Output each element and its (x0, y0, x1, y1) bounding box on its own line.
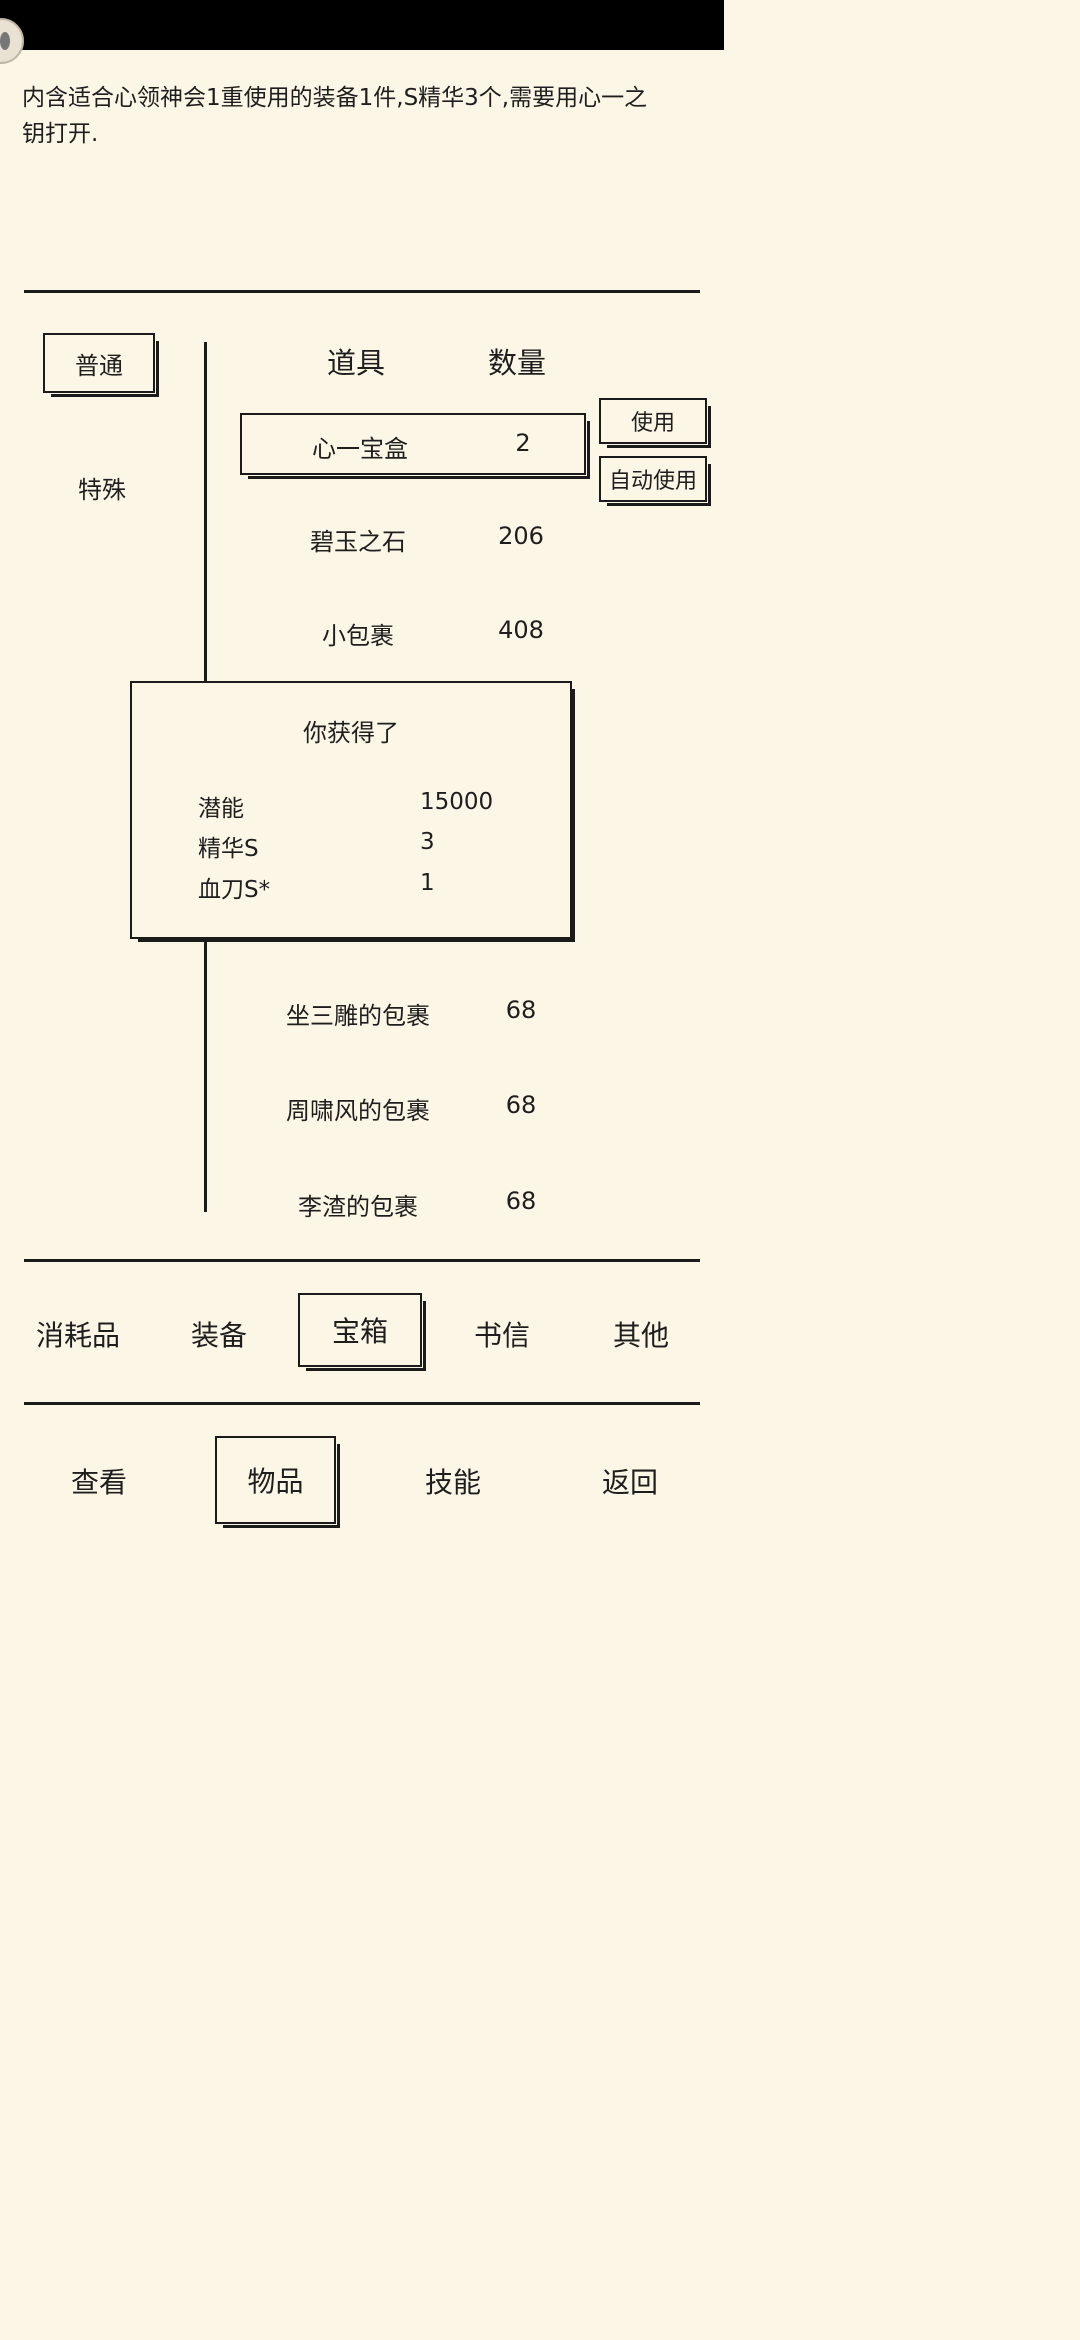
category-special-button[interactable]: 特殊 (78, 476, 126, 504)
nav-back[interactable]: 返回 (602, 1466, 659, 1499)
tab-letters[interactable]: 书信 (474, 1319, 531, 1352)
reward-popup[interactable]: 你获得了 潜能 15000 精华S 3 血刀S* 1 (130, 681, 575, 942)
reward-name: 潜能 (198, 796, 244, 822)
item-list-lower[interactable]: 坐三雕的包裹 68 周啸风的包裹 68 李渣的包裹 68 (210, 505, 590, 1221)
item-row[interactable]: 小包裹 408 (240, 602, 586, 664)
divider-tabs-top (24, 1259, 700, 1262)
item-name: 周啸风的包裹 (286, 1097, 430, 1125)
item-name: 心一宝盒 (312, 435, 408, 463)
use-button[interactable]: 使用 (599, 398, 711, 448)
item-name: 李渣的包裹 (298, 1193, 418, 1221)
item-quantity: 68 (505, 1091, 537, 1119)
item-quantity: 68 (505, 1187, 537, 1215)
item-row-selected[interactable]: 心一宝盒 2 (240, 413, 590, 479)
tab-consumables[interactable]: 消耗品 (36, 1319, 121, 1352)
item-name: 碧玉之石 (310, 528, 406, 556)
auto-use-button[interactable]: 自动使用 (599, 456, 711, 506)
popup-title: 你获得了 (303, 719, 399, 747)
column-header-quantity: 数量 (488, 346, 547, 380)
nav-items[interactable]: 物品 (215, 1436, 340, 1528)
reward-value: 1 (420, 870, 435, 896)
divider-nav-top (24, 1402, 700, 1405)
item-row[interactable]: 周啸风的包裹 68 (240, 1077, 586, 1139)
item-quantity: 206 (498, 522, 544, 550)
column-header-item: 道具 (327, 346, 386, 380)
reward-value: 3 (420, 829, 435, 855)
item-quantity: 408 (498, 616, 544, 644)
item-name: 小包裹 (322, 622, 394, 650)
nav-skills[interactable]: 技能 (425, 1466, 482, 1499)
tab-equipment[interactable]: 装备 (191, 1319, 248, 1352)
item-row-partial[interactable]: 李渣的包裹 68 (240, 1173, 586, 1235)
category-normal-button[interactable]: 普通 (43, 333, 159, 397)
item-quantity: 68 (505, 996, 537, 1024)
item-row[interactable]: 碧玉之石 206 (240, 508, 586, 570)
status-bar (0, 0, 724, 50)
item-name: 坐三雕的包裹 (286, 1002, 430, 1030)
reward-value: 15000 (420, 789, 494, 815)
tab-other[interactable]: 其他 (613, 1319, 670, 1352)
divider-top (24, 290, 700, 293)
nav-view[interactable]: 查看 (71, 1466, 128, 1499)
item-quantity: 2 (515, 429, 531, 457)
item-row[interactable]: 坐三雕的包裹 68 (240, 982, 586, 1044)
tab-treasure-chest[interactable]: 宝箱 (298, 1293, 426, 1371)
reward-name: 精华S (198, 836, 259, 862)
reward-name: 血刀S* (198, 877, 271, 903)
item-description: 内含适合心领神会1重使用的装备1件,S精华3个,需要用心一之钥打开. (22, 85, 648, 147)
